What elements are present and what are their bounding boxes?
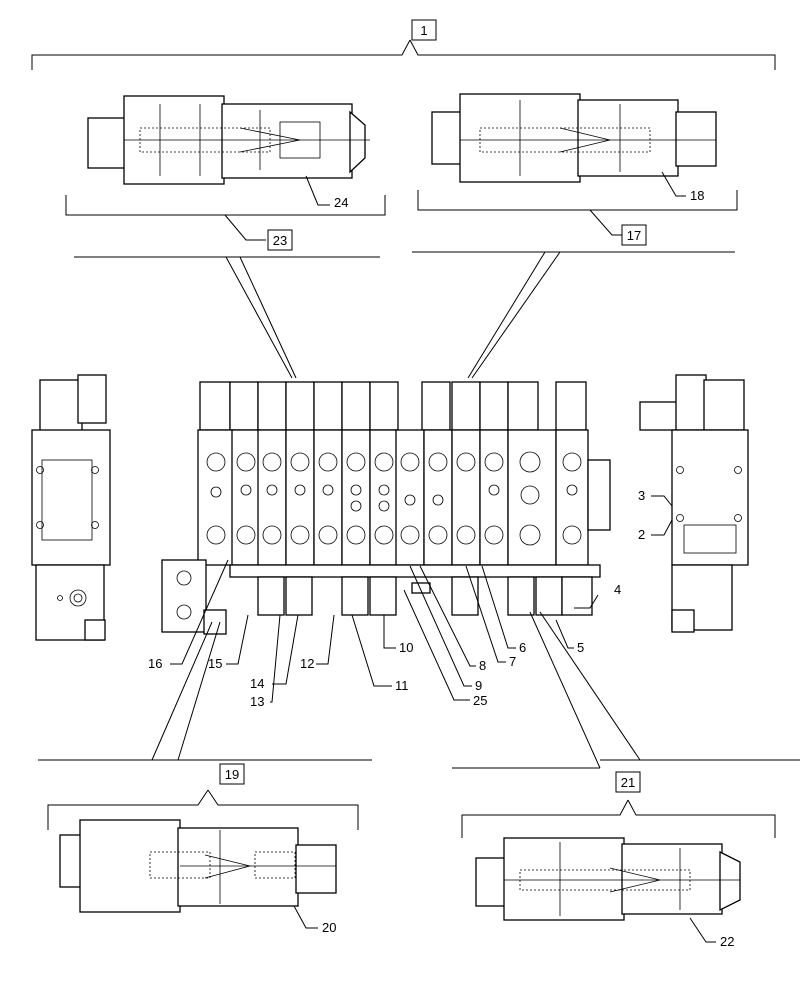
callout-5[interactable]: 5 xyxy=(577,640,584,655)
control-valve-stack xyxy=(161,381,611,635)
relief-cartridge-top-left xyxy=(87,95,370,185)
callout-20[interactable]: 20 xyxy=(322,920,336,935)
callout-1[interactable]: 1 xyxy=(420,23,427,38)
callout-8[interactable]: 8 xyxy=(479,658,486,673)
relief-cartridge-top-right xyxy=(431,93,717,183)
callout-17[interactable]: 17 xyxy=(627,228,641,243)
callout-2[interactable]: 2 xyxy=(638,527,645,542)
callout-11[interactable]: 11 xyxy=(395,678,409,693)
assembly-bracket xyxy=(31,19,776,70)
callout-19[interactable]: 19 xyxy=(225,767,239,782)
callout-15[interactable]: 15 xyxy=(208,656,222,671)
callout-4[interactable]: 4 xyxy=(614,582,621,597)
valve-right-side-view xyxy=(639,374,749,633)
callout-23[interactable]: 23 xyxy=(273,233,287,248)
callout-13[interactable]: 13 xyxy=(250,694,264,709)
relief-cartridge-bottom-right xyxy=(475,837,741,921)
relief-cartridge-bottom-left xyxy=(59,819,337,913)
callout-14[interactable]: 14 xyxy=(250,676,264,691)
callout-18[interactable]: 18 xyxy=(690,188,704,203)
callout-21[interactable]: 21 xyxy=(621,775,635,790)
valve-left-side-view xyxy=(31,374,111,641)
callout-12[interactable]: 12 xyxy=(300,656,314,671)
callout-6[interactable]: 6 xyxy=(519,640,526,655)
callout-22[interactable]: 22 xyxy=(720,934,734,949)
callout-25[interactable]: 25 xyxy=(473,693,487,708)
callout-3[interactable]: 3 xyxy=(638,488,645,503)
callout-16[interactable]: 16 xyxy=(148,656,162,671)
callout-24[interactable]: 24 xyxy=(334,195,348,210)
callout-9[interactable]: 9 xyxy=(475,678,482,693)
callout-10[interactable]: 10 xyxy=(399,640,413,655)
callout-7[interactable]: 7 xyxy=(509,654,516,669)
